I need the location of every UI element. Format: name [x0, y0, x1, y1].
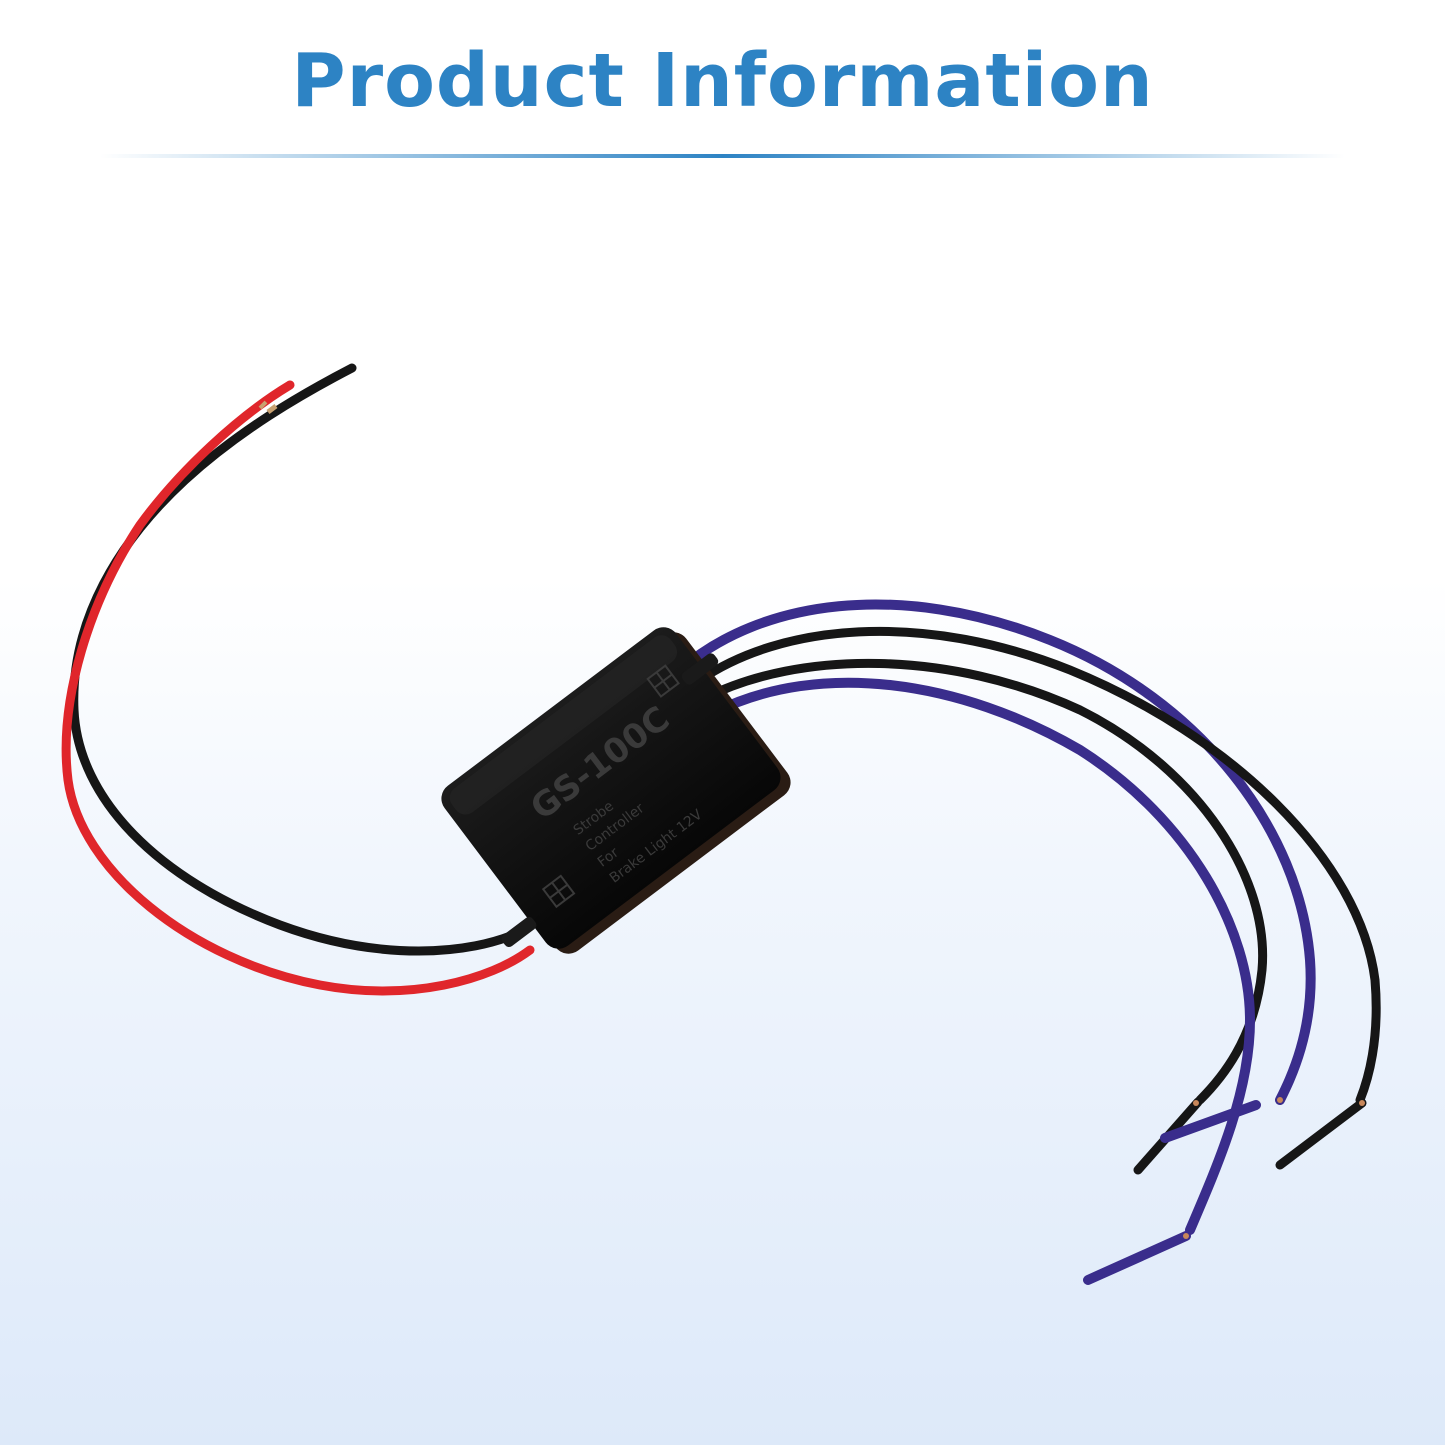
blue-wire-end-middle — [1160, 1100, 1261, 1143]
blue-output-wire-2 — [710, 677, 1256, 1235]
black-input-wire — [69, 363, 525, 956]
black-input-tip — [266, 404, 278, 414]
title-divider — [100, 154, 1345, 158]
copper-tip-3 — [1183, 1233, 1189, 1239]
pin-diagram-left — [541, 874, 576, 909]
strobe-controller-illustration: GS-100C Strobe Controller For Brake Ligh… — [61, 363, 1381, 1285]
box-body — [441, 627, 781, 949]
copper-tip-1 — [1193, 1100, 1199, 1106]
copper-tip-2 — [1359, 1100, 1365, 1106]
product-photo: GS-100C Strobe Controller For Brake Ligh… — [0, 170, 1445, 1445]
input-wires — [61, 363, 535, 996]
controller-box: GS-100C Strobe Controller For Brake Ligh… — [441, 627, 791, 954]
page-title: Product Information — [291, 38, 1154, 124]
red-input-tip — [258, 400, 268, 410]
pin-diagram-right — [646, 664, 680, 698]
header: Product Information — [0, 0, 1445, 170]
copper-tip-4 — [1277, 1097, 1283, 1103]
black-wire-end-right — [1275, 1098, 1367, 1170]
blue-output-wire-1 — [675, 599, 1316, 1105]
box-top-highlight — [449, 635, 678, 815]
output-wires — [675, 599, 1381, 1285]
black-output-wire-1 — [695, 626, 1381, 1105]
blue-wire-end-bottom — [1083, 1231, 1191, 1285]
red-input-wire — [61, 380, 535, 996]
wire-grommets — [501, 653, 719, 948]
